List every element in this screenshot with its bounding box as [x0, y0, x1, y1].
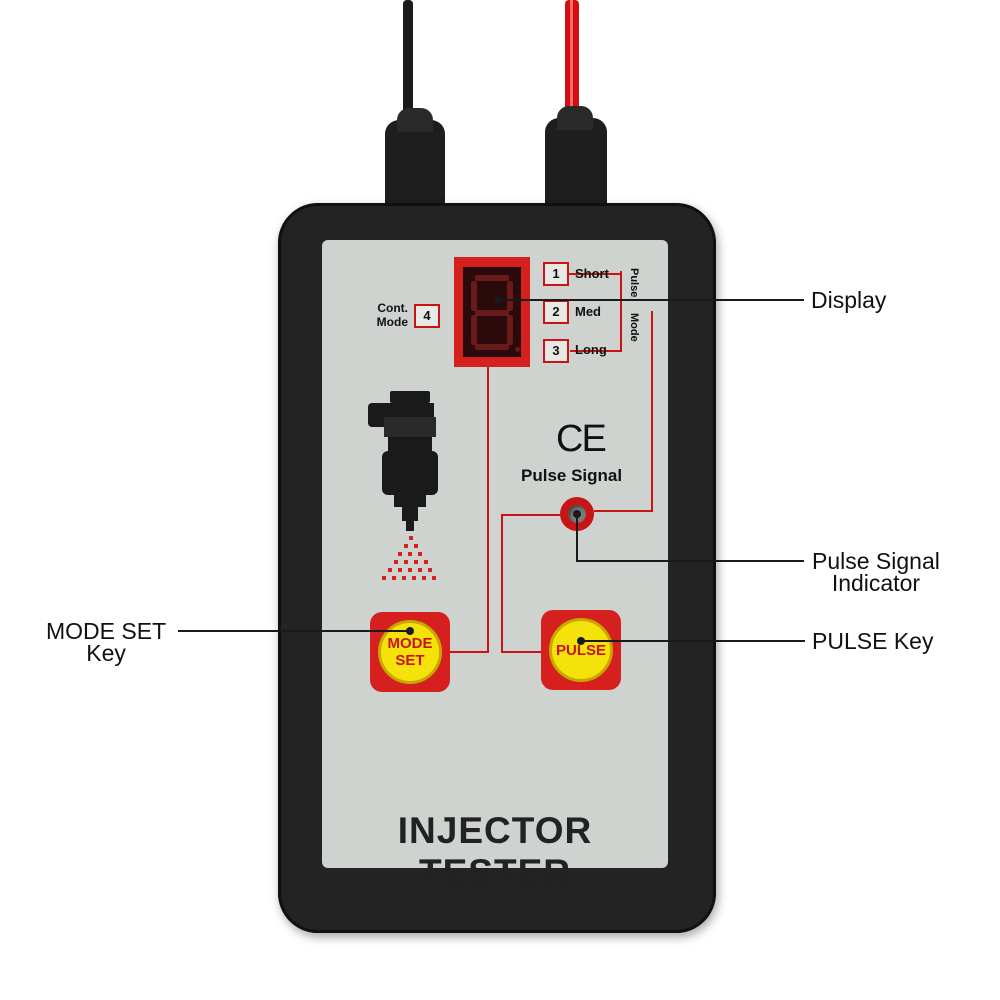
cont-mode-line2: Mode: [376, 315, 408, 329]
segment-b: [507, 281, 513, 311]
trace-right-to-led: [594, 510, 653, 512]
pulse-signal-indicator-line2: Indicator: [831, 570, 921, 596]
segment-g: [475, 310, 509, 316]
mode-set-key-callout-line2: Key: [86, 640, 126, 666]
pulse-key-callout: PULSE Key: [812, 628, 934, 654]
trace-pulse-mode-bracket: [620, 271, 622, 351]
segment-f: [471, 281, 477, 311]
mode-set-key-leader-line: [178, 630, 410, 632]
pulse-signal-label: Pulse Signal: [521, 466, 623, 485]
mode-1-label: Short: [575, 266, 609, 281]
display-leader-line: [498, 299, 804, 301]
segment-a: [475, 275, 509, 281]
cont-mode-number: 4: [414, 304, 440, 328]
trace-led-down: [501, 514, 503, 652]
pulse-mode-vertical-bottom: Mode: [628, 313, 640, 342]
mode-set-line1: MODE: [387, 635, 433, 652]
device-title: INJECTOR TESTER: [397, 810, 593, 893]
trace-mode-link-1: [568, 273, 620, 275]
segment-e: [471, 315, 477, 345]
red-test-lead: [565, 0, 579, 140]
mode-1-number: 1: [543, 262, 569, 286]
mode-2-label: Med: [575, 304, 601, 319]
black-test-lead: [403, 0, 413, 150]
cont-mode-label: Cont. Mode: [360, 301, 408, 329]
cont-mode-line1: Cont.: [377, 301, 408, 315]
pulse-key-leader-line: [581, 640, 805, 642]
trace-to-pulse: [501, 651, 541, 653]
pulse-signal-indicator-line1: Pulse Signal: [812, 548, 940, 574]
mode-3-number: 3: [543, 339, 569, 363]
led-leader-vertical: [576, 514, 578, 562]
pulse-signal-indicator-callout: Pulse Signal Indicator: [812, 548, 940, 596]
mode-set-key-pointer-dot: [406, 627, 414, 635]
mode-set-line2: SET: [395, 652, 425, 669]
segment-c: [507, 315, 513, 345]
seven-segment-display: [463, 267, 521, 357]
fuel-injector-icon: [368, 391, 438, 531]
segment-d: [475, 344, 509, 350]
trace-display-down: [487, 367, 489, 652]
led-leader-horizontal: [576, 560, 804, 562]
ce-mark: CE: [556, 418, 607, 460]
display-callout: Display: [811, 287, 887, 313]
mode-3-label: Long: [575, 342, 607, 357]
trace-right-down: [651, 311, 653, 511]
trace-led-left: [501, 514, 560, 516]
segment-dp: [515, 347, 520, 352]
pulse-button[interactable]: PULSE: [549, 618, 613, 682]
pulse-mode-vertical-top: Pulse: [628, 268, 640, 298]
red-lead-boot: [545, 106, 607, 218]
mode-set-key-callout: MODE SET Key: [46, 618, 167, 666]
fuel-spray-icon: [382, 536, 436, 580]
trace-modeset-right: [448, 651, 489, 653]
trace-mode-link-3: [570, 350, 622, 352]
mode-2-number: 2: [543, 300, 569, 324]
mode-set-key-callout-line1: MODE SET: [46, 618, 167, 644]
